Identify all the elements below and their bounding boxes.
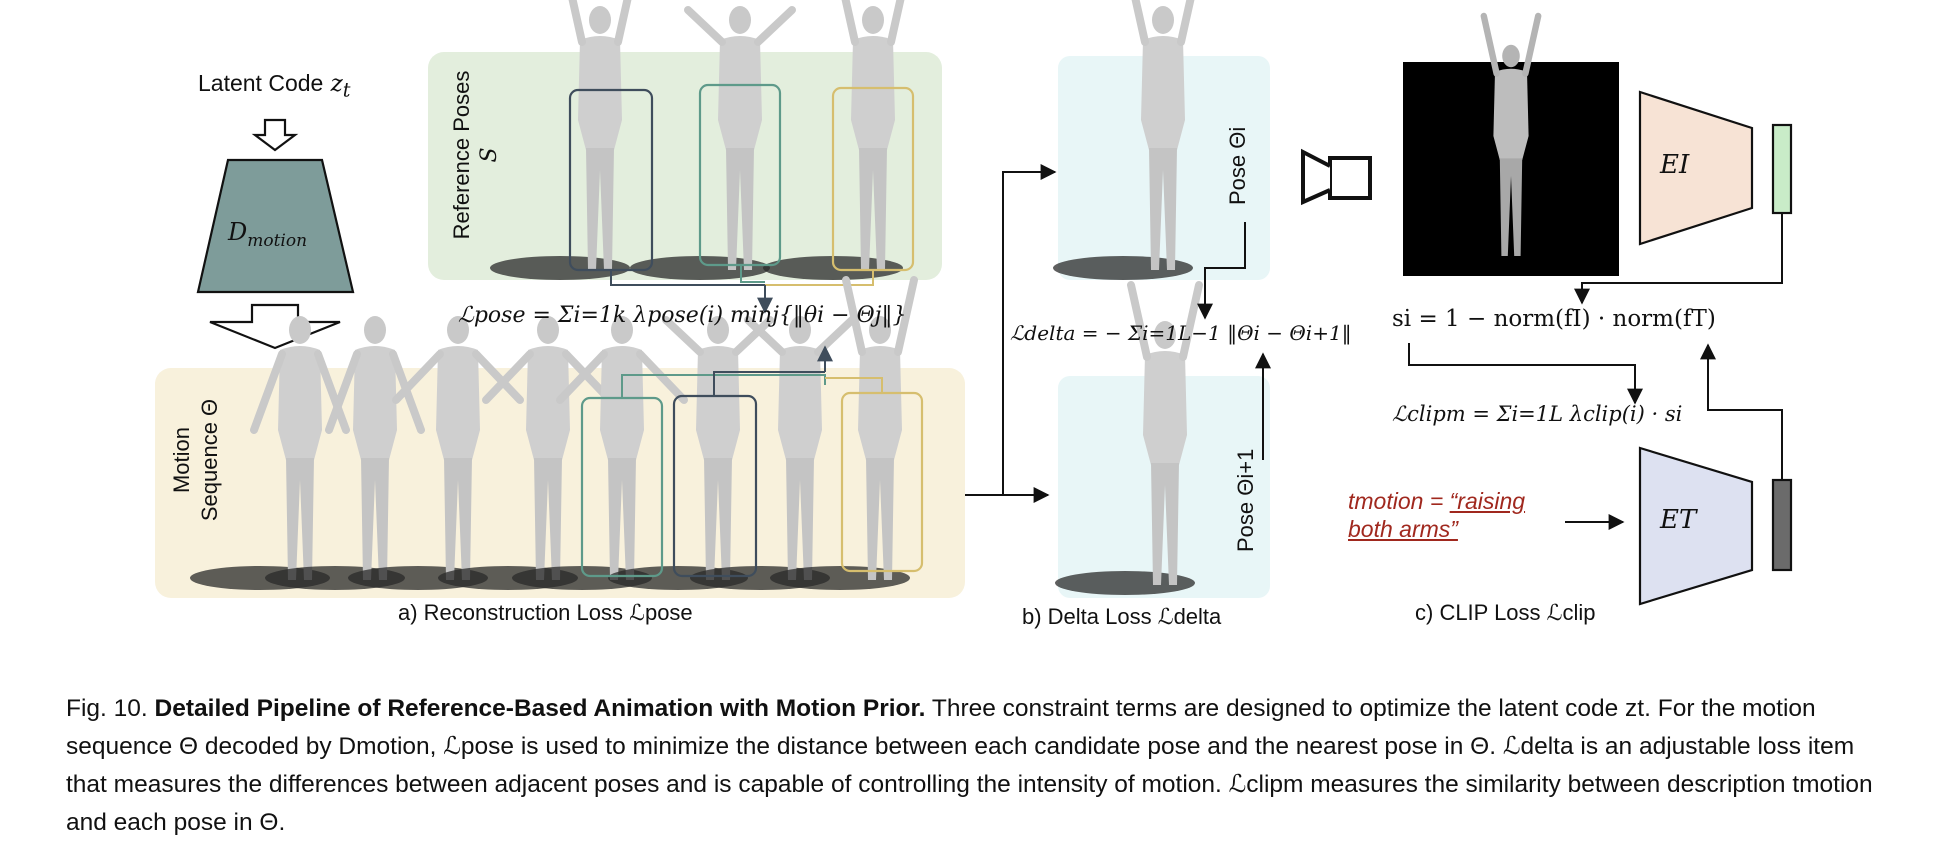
reference-label: Reference Poses S — [448, 55, 504, 255]
latent-down-arrow — [255, 120, 295, 150]
text-prompt: tmotion = “raising both arms” — [1348, 487, 1548, 543]
score-formula: si = 1 − norm(fI) · norm(fT) — [1392, 306, 1716, 332]
ET-label: ET — [1660, 505, 1696, 535]
figure-graphics — [0, 0, 1938, 680]
caption-c: c) CLIP Loss ℒclip — [1415, 600, 1596, 626]
latent-symbol: z — [331, 71, 343, 97]
text-feature-vector — [1773, 480, 1791, 570]
image-encoder — [1640, 92, 1752, 244]
pose-i-label: Pose Θi — [1225, 127, 1251, 205]
delta-loss-formula: ℒdelta = − Σi=1L−1 ‖Θi − Θi+1‖ — [1010, 318, 1352, 346]
ET-text: ET — [1660, 505, 1696, 535]
pose-i1-text: Pose Θi+1 — [1233, 449, 1258, 552]
reference-label-line1: Reference Poses — [448, 55, 476, 255]
latent-label-text: Latent Code — [198, 70, 323, 96]
decoder-sub: motion — [247, 231, 307, 251]
caption-b: b) Delta Loss ℒdelta — [1022, 604, 1221, 630]
caption-title: Detailed Pipeline of Reference-Based Ani… — [155, 695, 926, 722]
latent-sub: t — [343, 79, 351, 102]
figure-caption: Fig. 10. Detailed Pipeline of Reference-… — [66, 690, 1886, 842]
clip-loss-text: ℒclipm = Σi=1L λclip(i) · si — [1392, 402, 1682, 426]
pose-loss-formula: ℒpose = Σi=1k λpose(i) minj{‖θi − Θj‖} — [458, 300, 906, 328]
delta-loss-text: ℒdelta = − Σi=1L−1 ‖Θi − Θi+1‖ — [1010, 321, 1352, 345]
score-text: si = 1 − norm(fI) · norm(fT) — [1392, 306, 1716, 332]
motion-label-line2: Sequence Θ — [196, 380, 224, 540]
clip-loss-formula: ℒclipm = Σi=1L λclip(i) · si — [1392, 402, 1682, 426]
caption-a-text: a) Reconstruction Loss ℒpose — [398, 600, 693, 625]
decoder-out-arrow — [210, 305, 340, 348]
motion-label: Motion Sequence Θ — [168, 380, 224, 540]
decoder-label: Dmotion — [228, 218, 307, 251]
text-prompt-prefix: tmotion = — [1348, 488, 1450, 514]
pose-i-text: Pose Θi — [1225, 127, 1250, 205]
decoder-symbol: D — [228, 218, 247, 246]
motion-label-line1: Motion — [168, 380, 196, 540]
camera-icon — [1303, 152, 1370, 202]
EI-text: EI — [1660, 150, 1689, 180]
EI-label: EI — [1660, 150, 1689, 180]
caption-b-text: b) Delta Loss ℒdelta — [1022, 604, 1221, 629]
reference-label-line2: S — [476, 55, 504, 255]
pose-i1-label: Pose Θi+1 — [1233, 449, 1259, 552]
caption-a: a) Reconstruction Loss ℒpose — [398, 600, 693, 626]
image-feature-vector — [1773, 125, 1791, 213]
pose-loss-text: ℒpose = Σi=1k λpose(i) minj{‖θi − Θj‖} — [458, 303, 906, 328]
caption-c-text: c) CLIP Loss ℒclip — [1415, 600, 1596, 625]
latent-code-label: Latent Code zt — [198, 70, 350, 102]
caption-fig-number: Fig. 10. — [66, 695, 148, 722]
